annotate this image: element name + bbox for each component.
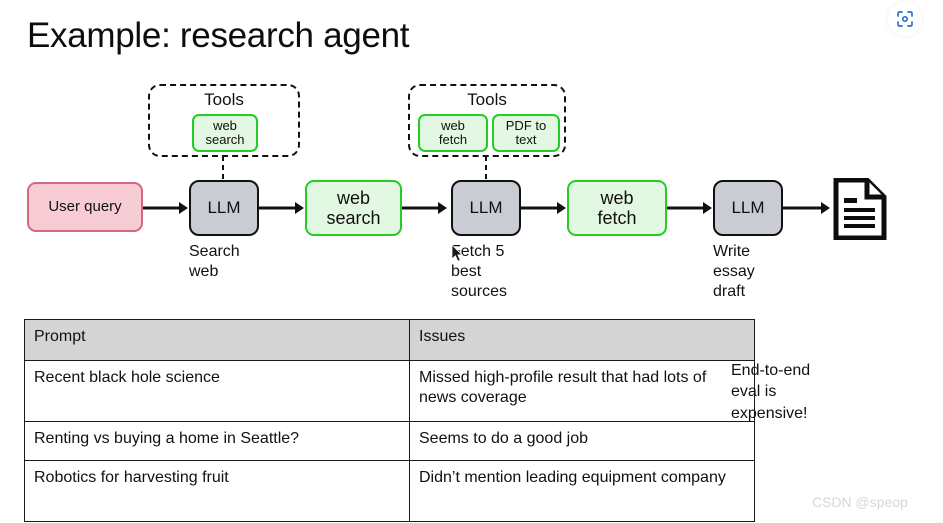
table-header-prompt: Prompt xyxy=(24,319,410,361)
flow-node-web-search-line1: web xyxy=(336,187,371,208)
flow-caption-llm-3: Write essay draft xyxy=(713,242,803,302)
flow-node-llm-3-label: LLM xyxy=(731,198,765,218)
document-icon xyxy=(833,178,887,240)
flow-node-web-fetch[interactable]: web fetch xyxy=(567,180,667,236)
arrow-user-to-llm1 xyxy=(143,202,188,214)
tool-chip-web-fetch-line1: web xyxy=(441,117,465,133)
tools-group-1-label: Tools xyxy=(204,90,244,109)
tools-group-2-connector xyxy=(485,156,487,182)
table-row: Recent black hole science Missed high-pr… xyxy=(24,360,755,422)
table-row: Robotics for harvesting fruit Didn’t men… xyxy=(24,460,755,522)
flow-node-llm-1-label: LLM xyxy=(207,198,241,218)
tool-chip-web-fetch[interactable]: web fetch xyxy=(418,114,488,152)
tools-group-1-connector xyxy=(222,156,224,182)
flow-node-user-query-label: User query xyxy=(48,197,122,215)
side-note-line3: expensive! xyxy=(731,404,808,422)
tools-group-1: Tools web search xyxy=(148,84,300,157)
arrow-web-fetch-to-llm3 xyxy=(667,202,712,214)
flow-node-web-search[interactable]: web search xyxy=(305,180,402,236)
flow-node-llm-3[interactable]: LLM xyxy=(713,180,783,236)
side-note: End-to-end eval is expensive! xyxy=(731,360,881,424)
flow-node-web-fetch-line1: web xyxy=(600,187,634,208)
tool-chip-pdf-to-text-line1: PDF to xyxy=(505,117,547,133)
table-cell-prompt: Recent black hole science xyxy=(24,360,410,422)
arrow-llm2-to-web-fetch xyxy=(521,202,566,214)
scan-capture-button[interactable] xyxy=(888,2,922,36)
arrow-llm3-to-document xyxy=(783,202,830,214)
table-header-row: Prompt Issues xyxy=(24,319,755,361)
flow-caption-llm-2-line1: Fetch 5 xyxy=(451,243,505,260)
table-row: Renting vs buying a home in Seattle? See… xyxy=(24,421,755,461)
table-cell-prompt: Renting vs buying a home in Seattle? xyxy=(24,421,410,461)
side-note-line1: End-to-end xyxy=(731,362,811,379)
flow-node-web-fetch-line2: fetch xyxy=(597,208,637,228)
table-cell-issues: Didn’t mention leading equipment company xyxy=(409,460,755,522)
scan-capture-icon xyxy=(897,11,913,27)
tools-group-2: Tools web fetch PDF to text xyxy=(408,84,566,157)
flow-node-user-query[interactable]: User query xyxy=(27,182,143,232)
table-cell-issues: Missed high-profile result that had lots… xyxy=(409,360,755,422)
flow-caption-llm-2: Fetch 5 best sources xyxy=(451,242,543,302)
table-cell-issues: Seems to do a good job xyxy=(409,421,755,461)
table-header-issues: Issues xyxy=(409,319,755,361)
flow-caption-llm-3-line1: Write xyxy=(713,243,751,260)
flow-caption-llm-2-line2: best xyxy=(451,263,482,280)
arrow-web-search-to-llm2 xyxy=(402,202,447,214)
flow-caption-llm-1-line1: Search xyxy=(189,243,240,260)
tool-chip-web-search-line1: web xyxy=(213,117,237,133)
flow-caption-llm-3-line2: essay xyxy=(713,263,755,280)
flow-caption-llm-1-line2: web xyxy=(189,263,219,280)
table-body: Recent black hole science Missed high-pr… xyxy=(24,360,755,522)
arrow-llm1-to-web-search xyxy=(259,202,304,214)
side-note-line2: eval is xyxy=(731,383,777,401)
tool-chip-web-fetch-line2: fetch xyxy=(438,132,468,147)
flow-node-llm-2[interactable]: LLM xyxy=(451,180,521,236)
flow-caption-llm-1: Search web xyxy=(189,242,279,282)
table-header: Prompt Issues xyxy=(24,319,755,361)
flow-node-llm-2-label: LLM xyxy=(469,198,503,218)
eval-results-table: Prompt Issues Recent black hole science … xyxy=(24,319,755,522)
tools-group-2-label: Tools xyxy=(467,90,507,109)
watermark: CSDN @speop xyxy=(812,494,908,510)
tool-chip-pdf-to-text[interactable]: PDF to text xyxy=(492,114,560,152)
flow-caption-llm-3-line3: draft xyxy=(713,283,746,300)
tool-chip-web-search[interactable]: web search xyxy=(192,114,258,152)
flow-node-web-search-line2: search xyxy=(326,208,381,228)
flow-caption-llm-2-line3: sources xyxy=(451,283,508,300)
page-title: Example: research agent xyxy=(27,16,410,55)
flow-node-llm-1[interactable]: LLM xyxy=(189,180,259,236)
tool-chip-pdf-to-text-line2: text xyxy=(515,132,537,147)
table-cell-prompt: Robotics for harvesting fruit xyxy=(24,460,410,522)
tool-chip-web-search-line2: search xyxy=(205,132,245,147)
